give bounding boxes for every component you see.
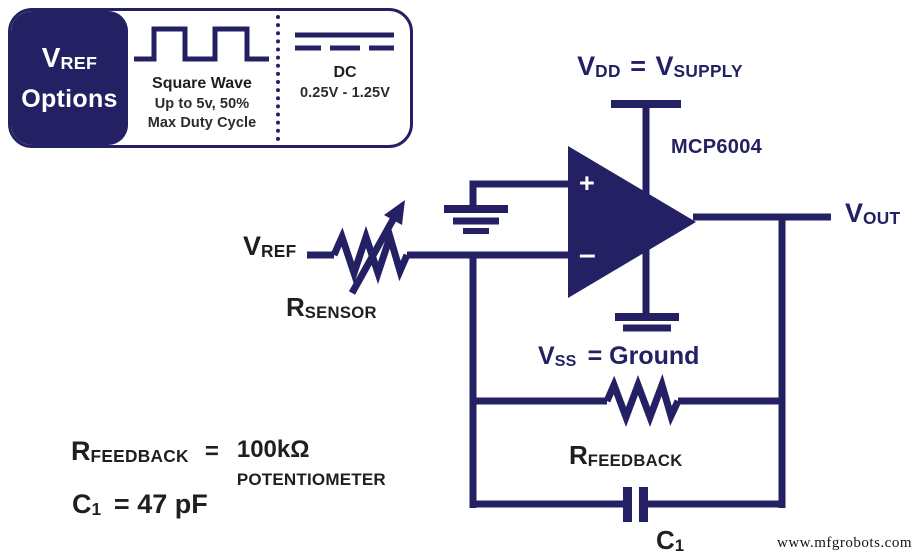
dc-icon xyxy=(295,32,394,51)
watermark: www.mfgrobots.com xyxy=(776,535,912,551)
vss-ground-label: VSS = Ground xyxy=(538,342,700,370)
dc-title: DC xyxy=(333,64,357,81)
square-wave-line1: Up to 5v, 50% xyxy=(154,96,250,112)
vout-label: VOUT xyxy=(845,198,901,229)
vdd-supply-label: VDD = VSUPPLY xyxy=(577,51,743,82)
vref-label: VREF xyxy=(243,231,297,262)
rfeedback-value-type: POTENTIOMETER xyxy=(236,470,386,489)
rfeedback-value-symbol: RFEEDBACK xyxy=(71,436,189,467)
opamp-plus-input: + xyxy=(579,168,595,198)
opamp-minus-input: – xyxy=(579,238,596,271)
square-wave-option: Square Wave Up to 5v, 50% Max Duty Cycle xyxy=(128,11,276,145)
rfeedback-value-text: 100kΩ POTENTIOMETER xyxy=(236,436,386,489)
rfeedback-label: RFEEDBACK xyxy=(569,440,683,470)
rsensor-label: RSENSOR xyxy=(286,292,377,322)
rfeedback-value-note: RFEEDBACK = 100kΩ POTENTIOMETER xyxy=(71,436,386,489)
opamp-part-number: MCP6004 xyxy=(671,136,763,158)
rfeedback-value-ohms: 100kΩ xyxy=(236,436,310,463)
c1-value-note: C1 = 47 pF xyxy=(72,489,208,520)
feedback-resistor-icon xyxy=(603,373,682,427)
capacitor-plate-right xyxy=(639,487,648,522)
vref-options-subtitle: Options xyxy=(21,85,118,114)
dc-option: DC 0.25V - 1.25V xyxy=(280,11,410,145)
square-wave-title: Square Wave xyxy=(152,75,252,92)
noninverting-input-wire xyxy=(469,180,570,206)
opamp-triangle xyxy=(568,146,696,298)
vss-ground-icon xyxy=(615,313,679,332)
options-divider xyxy=(276,15,280,141)
dc-range: 0.25V - 1.25V xyxy=(300,85,390,101)
vref-options-box: VREF Options Square Wave Up to 5v, 50% M… xyxy=(8,8,413,148)
square-wave-icon xyxy=(134,26,269,62)
rsensor-arrow-shaft xyxy=(348,214,399,295)
vref-options-title-panel: VREF Options xyxy=(11,11,128,145)
input-ground-icon xyxy=(444,205,508,234)
c1-label: C1 xyxy=(656,525,685,555)
capacitor-plate-left xyxy=(623,487,632,522)
vref-options-title: VREF xyxy=(41,41,98,74)
square-wave-line2: Max Duty Cycle xyxy=(147,115,257,131)
rsensor-arrow-head xyxy=(384,200,405,225)
rfeedback-value-equals: = xyxy=(204,438,219,465)
